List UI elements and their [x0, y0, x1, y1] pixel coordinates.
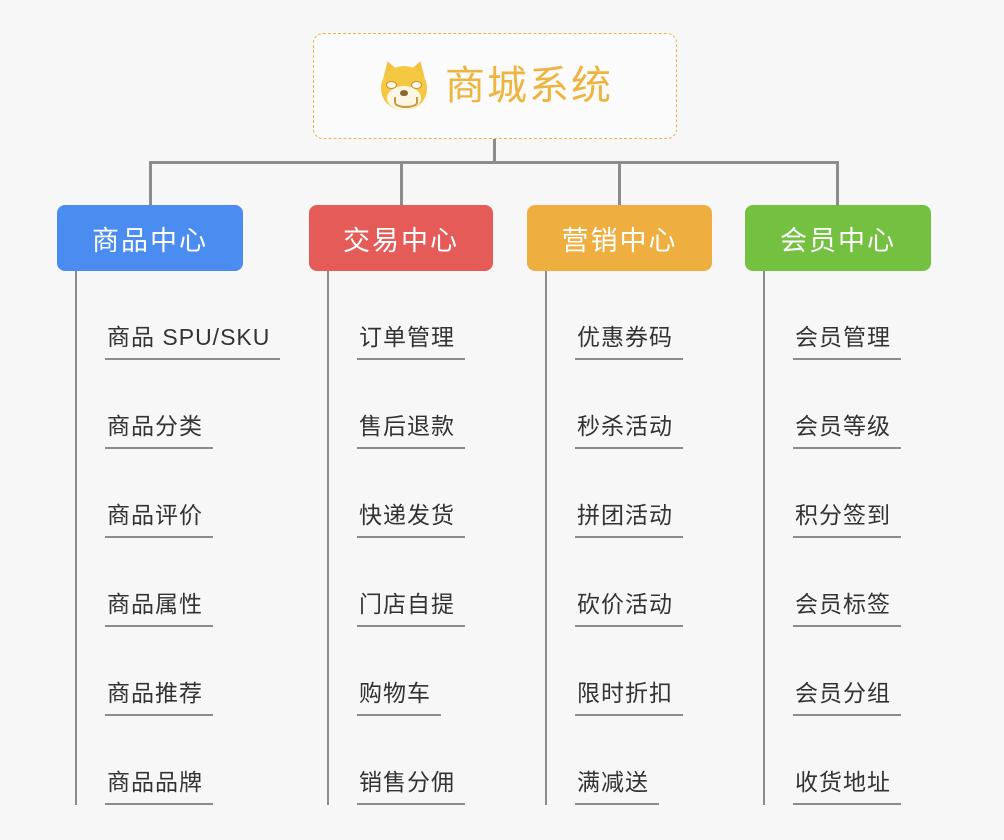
leaf-node[interactable]: 销售分佣 — [309, 716, 493, 805]
leaf-node-label: 商品分类 — [105, 412, 213, 449]
leaf-node[interactable]: 快递发货 — [309, 449, 493, 538]
category-header-member-center[interactable]: 会员中心 — [745, 205, 931, 271]
leaf-node-label: 订单管理 — [357, 323, 465, 360]
leaf-node[interactable]: 商品分类 — [57, 360, 243, 449]
leaf-node[interactable]: 会员等级 — [745, 360, 931, 449]
leaf-node[interactable]: 限时折扣 — [527, 627, 712, 716]
leaf-node-label: 拼团活动 — [575, 501, 683, 538]
leaf-node-label: 会员标签 — [793, 590, 901, 627]
connector-drop-product-center — [149, 161, 152, 207]
leaf-node-label: 收货地址 — [793, 768, 901, 805]
leaf-node[interactable]: 商品推荐 — [57, 627, 243, 716]
leaf-node[interactable]: 商品 SPU/SKU — [57, 271, 281, 360]
leaf-node-label: 快递发货 — [357, 501, 465, 538]
category-header-marketing-center[interactable]: 营销中心 — [527, 205, 712, 271]
leaf-node-label: 积分签到 — [793, 501, 901, 538]
leaf-node[interactable]: 商品属性 — [57, 538, 243, 627]
leaf-node-label: 商品评价 — [105, 501, 213, 538]
category-header-label: 营销中心 — [561, 225, 678, 256]
leaf-node[interactable]: 门店自提 — [309, 538, 493, 627]
leaf-node[interactable]: 砍价活动 — [527, 538, 712, 627]
leaf-node-label: 会员分组 — [793, 679, 901, 716]
leaf-node[interactable]: 商品品牌 — [57, 716, 243, 805]
category-header-product-center[interactable]: 商品中心 — [57, 205, 243, 271]
leaf-node[interactable]: 售后退款 — [309, 360, 493, 449]
category-header-label: 商品中心 — [92, 225, 208, 256]
leaf-node-label: 优惠券码 — [575, 323, 683, 360]
leaf-node[interactable]: 优惠券码 — [527, 271, 712, 360]
leaf-node-label: 商品品牌 — [105, 768, 213, 805]
leaf-node-label: 满减送 — [575, 768, 659, 805]
leaf-node[interactable]: 积分签到 — [745, 449, 931, 538]
leaf-list: 订单管理售后退款快递发货门店自提购物车销售分佣 — [309, 271, 493, 805]
leaf-node[interactable]: 拼团活动 — [527, 449, 712, 538]
leaf-node[interactable]: 会员分组 — [745, 627, 931, 716]
leaf-node-label: 门店自提 — [357, 590, 465, 627]
leaf-node-label: 秒杀活动 — [575, 412, 683, 449]
category-header-label: 会员中心 — [780, 225, 896, 256]
leaf-node[interactable]: 满减送 — [527, 716, 712, 805]
connector-spine — [75, 271, 77, 805]
leaf-list: 会员管理会员等级积分签到会员标签会员分组收货地址 — [745, 271, 931, 805]
leaf-node-label: 会员管理 — [793, 323, 901, 360]
leaf-node[interactable]: 商品评价 — [57, 449, 243, 538]
leaf-node-label: 砍价活动 — [575, 590, 683, 627]
branch-column-trade-center: 交易中心订单管理售后退款快递发货门店自提购物车销售分佣 — [309, 205, 493, 805]
connector-drop-marketing-center — [618, 161, 621, 207]
branch-column-marketing-center: 营销中心优惠券码秒杀活动拼团活动砍价活动限时折扣满减送 — [527, 205, 712, 805]
connector-drop-trade-center — [400, 161, 403, 207]
leaf-node-label: 售后退款 — [357, 412, 465, 449]
leaf-list: 商品 SPU/SKU 商品分类商品评价商品属性商品推荐商品品牌 — [57, 271, 281, 805]
leaf-node[interactable]: 会员管理 — [745, 271, 931, 360]
leaf-node-label: 商品推荐 — [105, 679, 213, 716]
shiba-dog-face-icon — [377, 58, 431, 113]
category-header-trade-center[interactable]: 交易中心 — [309, 205, 493, 271]
leaf-node-label: 商品属性 — [105, 590, 213, 627]
leaf-node-label: 商品 SPU/SKU — [105, 323, 281, 360]
leaf-node[interactable]: 购物车 — [309, 627, 493, 716]
connector-root-trunk — [493, 139, 496, 163]
connector-drop-member-center — [836, 161, 839, 207]
connector-spine — [763, 271, 765, 805]
leaf-node[interactable]: 订单管理 — [309, 271, 493, 360]
leaf-node-label: 购物车 — [357, 679, 441, 716]
leaf-node[interactable]: 秒杀活动 — [527, 360, 712, 449]
leaf-list: 优惠券码秒杀活动拼团活动砍价活动限时折扣满减送 — [527, 271, 712, 805]
category-header-label: 交易中心 — [343, 225, 459, 256]
connector-bus-bar — [149, 161, 839, 164]
connector-spine — [327, 271, 329, 805]
branch-column-member-center: 会员中心会员管理会员等级积分签到会员标签会员分组收货地址 — [745, 205, 931, 805]
root-node[interactable]: 商城系统 — [313, 33, 677, 139]
leaf-node[interactable]: 会员标签 — [745, 538, 931, 627]
branch-column-product-center: 商品中心商品 SPU/SKU 商品分类商品评价商品属性商品推荐商品品牌 — [57, 205, 281, 805]
leaf-node-label: 销售分佣 — [357, 768, 465, 805]
root-title: 商城系统 — [445, 64, 613, 108]
connector-spine — [545, 271, 547, 805]
leaf-node[interactable]: 收货地址 — [745, 716, 931, 805]
leaf-node-label: 会员等级 — [793, 412, 901, 449]
leaf-node-label: 限时折扣 — [575, 679, 683, 716]
